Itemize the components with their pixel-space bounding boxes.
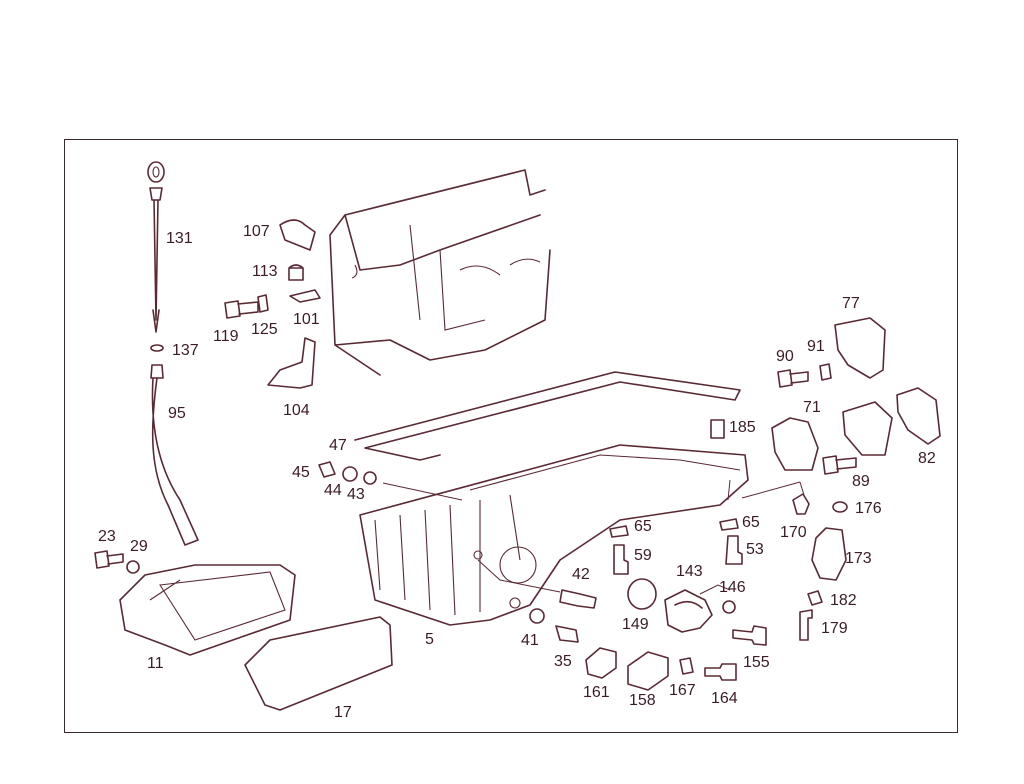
label-23: 23 — [98, 528, 116, 545]
label-146: 146 — [719, 579, 746, 596]
label-119: 119 — [213, 328, 239, 345]
label-161: 161 — [583, 684, 610, 701]
label-59: 59 — [634, 547, 652, 564]
label-164: 164 — [711, 690, 738, 707]
label-91: 91 — [807, 338, 825, 355]
dipstick-guide-tube — [150, 364, 199, 546]
oil-pan-upper — [359, 444, 749, 626]
gasket-17 — [244, 616, 393, 711]
sensor-35 — [555, 625, 579, 643]
washer-29 — [126, 560, 140, 574]
label-158: 158 — [629, 692, 656, 709]
label-65b: 65 — [742, 514, 760, 531]
label-71: 71 — [803, 399, 821, 416]
gasket-71 — [771, 417, 819, 471]
o-ring-149 — [627, 578, 657, 610]
label-29: 29 — [130, 538, 148, 555]
plug-170 — [792, 493, 810, 515]
label-45: 45 — [292, 464, 310, 481]
label-155: 155 — [743, 654, 770, 671]
bolt-155 — [732, 625, 767, 646]
label-176: 176 — [855, 500, 882, 517]
washer-146 — [722, 600, 736, 614]
label-5: 5 — [425, 631, 434, 648]
bracket-104 — [267, 337, 316, 389]
oil-pan-lower — [119, 564, 296, 656]
bolt-179 — [799, 609, 813, 641]
label-17: 17 — [334, 704, 352, 721]
label-43: 43 — [347, 486, 365, 503]
label-89: 89 — [852, 473, 870, 490]
bolt-53 — [725, 535, 743, 565]
label-131: 131 — [166, 230, 193, 247]
clip-101 — [289, 289, 321, 303]
label-35: 35 — [554, 653, 572, 670]
flange-158 — [627, 651, 669, 691]
label-125: 125 — [251, 321, 278, 338]
label-182: 182 — [830, 592, 857, 609]
bolt-164 — [704, 663, 737, 681]
label-143: 143 — [676, 563, 703, 580]
bolt-59 — [613, 544, 629, 575]
engine-block — [329, 169, 551, 376]
clip-65b — [719, 518, 739, 531]
label-65a: 65 — [634, 518, 652, 535]
label-185: 185 — [729, 419, 756, 436]
seal-167 — [679, 657, 694, 675]
label-82: 82 — [918, 450, 936, 467]
sleeve-185 — [710, 419, 725, 439]
label-179: 179 — [821, 620, 848, 637]
clip-65a — [609, 525, 629, 538]
label-11: 11 — [147, 655, 164, 672]
label-149: 149 — [622, 616, 649, 633]
label-42: 42 — [572, 566, 590, 583]
seal-41 — [529, 608, 545, 624]
oil-filter-housing-143 — [664, 589, 713, 633]
cover-77 — [834, 317, 886, 379]
gasket-47 — [354, 371, 741, 461]
leader-lines — [382, 479, 805, 595]
label-90: 90 — [776, 348, 794, 365]
diagram-frame — [64, 139, 958, 733]
bushing-113 — [288, 264, 304, 281]
label-44: 44 — [324, 482, 342, 499]
label-101: 101 — [293, 311, 320, 328]
label-95: 95 — [168, 405, 186, 422]
plug-45 — [318, 461, 336, 478]
bolt-23 — [94, 550, 124, 569]
label-113: 113 — [252, 263, 278, 280]
label-104: 104 — [283, 402, 310, 419]
label-53: 53 — [746, 541, 764, 558]
seal-176 — [832, 501, 848, 513]
seal-44 — [342, 466, 358, 482]
label-41: 41 — [521, 632, 539, 649]
bolt-119 — [224, 300, 259, 319]
cover-173 — [811, 527, 847, 581]
washer-125 — [257, 294, 269, 313]
label-167: 167 — [669, 682, 696, 699]
label-107: 107 — [243, 223, 270, 240]
label-77: 77 — [842, 295, 860, 312]
label-173: 173 — [845, 550, 872, 567]
label-137: 137 — [172, 342, 199, 359]
cover-89-plate — [842, 401, 893, 456]
bolt-90 — [777, 369, 809, 388]
dipstick — [147, 161, 165, 333]
flange-161 — [585, 647, 617, 679]
label-170: 170 — [780, 524, 807, 541]
cover-107 — [279, 219, 316, 251]
plug-42 — [559, 589, 597, 609]
o-ring-137 — [150, 344, 164, 352]
bolt-89 — [822, 455, 857, 475]
seal-43 — [363, 471, 377, 485]
gasket-82 — [896, 387, 941, 445]
seal-182 — [807, 590, 823, 606]
washer-91 — [819, 363, 832, 381]
label-47: 47 — [329, 437, 347, 454]
